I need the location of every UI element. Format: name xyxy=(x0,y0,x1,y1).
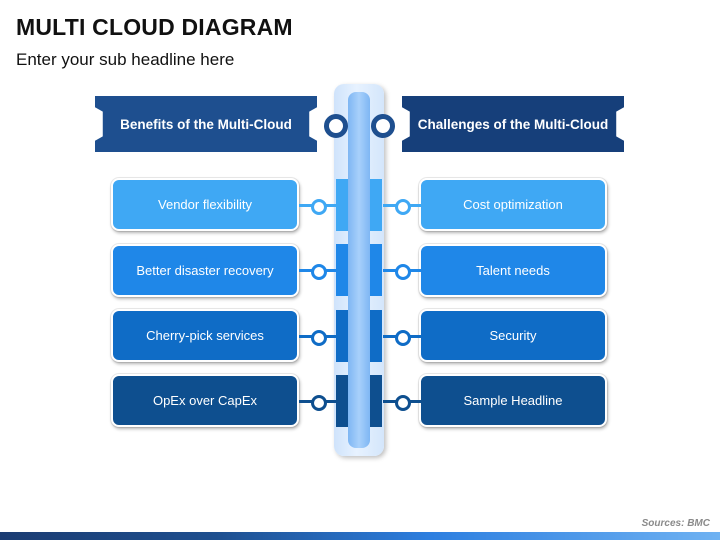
spine-segment-1-right xyxy=(370,179,382,231)
footer-bar xyxy=(0,532,720,540)
benefit-connector-dot-3 xyxy=(311,330,327,346)
challenges-connector-node xyxy=(371,114,395,138)
benefit-label-2: Better disaster recovery xyxy=(136,263,274,278)
spine-segment-4-left xyxy=(336,375,348,427)
challenges-header: Challenges of the Multi-Cloud xyxy=(402,96,624,152)
benefit-connector-dot-4 xyxy=(311,395,327,411)
benefit-box-2: Better disaster recovery xyxy=(110,243,300,298)
challenge-label-3: Security xyxy=(489,328,537,343)
challenge-box-1: Cost optimization xyxy=(418,177,608,232)
spine-segment-3-right xyxy=(370,310,382,362)
challenge-connector-dot-1 xyxy=(395,199,411,215)
benefit-label-4: OpEx over CapEx xyxy=(152,393,258,408)
challenge-box-2: Talent needs xyxy=(418,243,608,298)
page-subtitle: Enter your sub headline here xyxy=(16,50,235,69)
challenge-connector-dot-2 xyxy=(395,264,411,280)
page-title: MULTI CLOUD DIAGRAM xyxy=(16,14,293,40)
benefits-header: Benefits of the Multi-Cloud xyxy=(95,96,317,152)
challenge-box-3: Security xyxy=(418,308,608,363)
benefit-label-3: Cherry-pick services xyxy=(146,328,264,343)
spine-segment-3-left xyxy=(336,310,348,362)
benefit-box-1: Vendor flexibility xyxy=(110,177,300,232)
challenges-header-label: Challenges of the Multi-Cloud xyxy=(417,116,609,132)
challenge-label-1: Cost optimization xyxy=(463,197,563,212)
source-note: Sources: BMC xyxy=(641,518,710,529)
spine-segment-1-left xyxy=(336,179,348,231)
benefits-header-label: Benefits of the Multi-Cloud xyxy=(120,116,292,132)
challenge-connector-dot-3 xyxy=(395,330,411,346)
spine-segment-2-left xyxy=(336,244,348,296)
spine-segment-4-right xyxy=(370,375,382,427)
benefit-box-3: Cherry-pick services xyxy=(110,308,300,363)
benefit-box-4: OpEx over CapEx xyxy=(110,373,300,428)
challenge-box-4: Sample Headline xyxy=(418,373,608,428)
benefit-connector-dot-2 xyxy=(311,264,327,280)
benefit-connector-dot-1 xyxy=(311,199,327,215)
central-spine-core xyxy=(348,92,370,448)
spine-segment-2-right xyxy=(370,244,382,296)
benefit-label-1: Vendor flexibility xyxy=(158,197,252,212)
benefits-connector-node xyxy=(324,114,348,138)
challenge-label-2: Talent needs xyxy=(476,263,550,278)
challenge-label-4: Sample Headline xyxy=(463,393,563,408)
challenge-connector-dot-4 xyxy=(395,395,411,411)
